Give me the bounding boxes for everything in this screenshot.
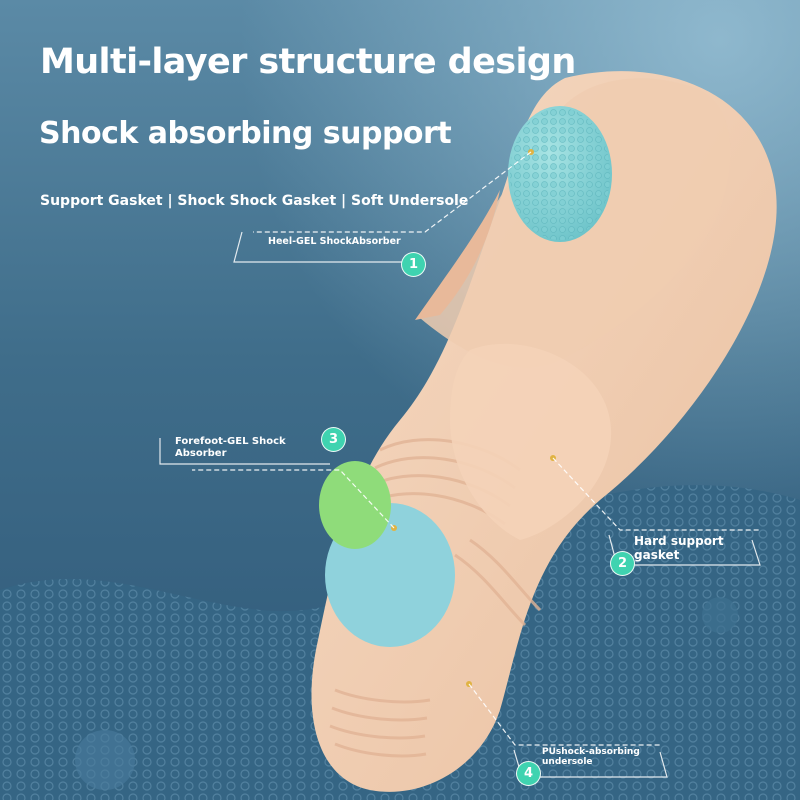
- callout-pu-undersole-line2: undersole: [542, 757, 593, 768]
- headline-subtitle: Shock absorbing support: [39, 116, 452, 151]
- callout-forefoot-gel-line1: Forefoot-GEL Shock: [175, 436, 286, 447]
- callout-number-1: 1: [401, 252, 426, 277]
- callout-forefoot-gel-line2: Absorber: [175, 447, 227, 459]
- callout-number-3: 3: [321, 427, 346, 452]
- callout-heel-gel-label: Heel-GEL ShockAbsorber: [268, 236, 401, 247]
- layer-list: Support Gasket | Shock Shock Gasket | So…: [40, 193, 469, 209]
- callout-hard-support-line2: gasket: [634, 547, 680, 562]
- callout-hard-support-line1: Hard support: [634, 534, 724, 548]
- callout-pu-undersole-line1: PUshock-absorbing: [542, 747, 640, 757]
- callout-pu-undersole-label: PUshock-absorbing undersole: [542, 747, 640, 768]
- callout-hard-support-label: Hard support gasket: [634, 534, 724, 563]
- headline-title: Multi-layer structure design: [40, 42, 576, 82]
- callout-number-4: 4: [516, 761, 541, 786]
- callout-forefoot-gel-label: Forefoot-GEL Shock Absorber: [175, 436, 286, 459]
- callout-number-2: 2: [610, 551, 635, 576]
